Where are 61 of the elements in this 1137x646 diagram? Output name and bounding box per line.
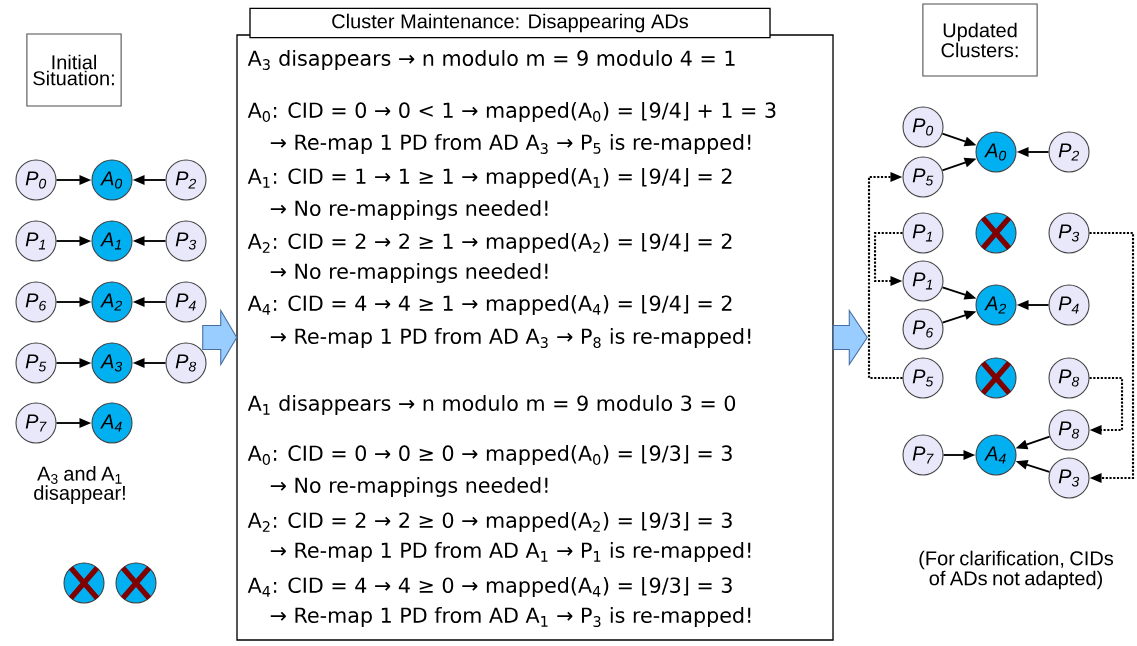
text-line: A$_{3}$ disappears → n modulo m = 9 modulo 4 = 1 bbox=[247, 50, 735, 70]
text-line: A$_{0}$: CID = 0 → 0 ≥ 0 → mapped(A$_{0}$) = ⌊9/3⌋ = 3 bbox=[247, 445, 732, 466]
circle-node: P$_{7}$ bbox=[15, 402, 57, 444]
circle-node: P$_{3}$ bbox=[165, 220, 207, 262]
title-box: Initial Situation: bbox=[26, 33, 122, 107]
text-line: A$_{0}$: CID = 0 → 0 < 1 → mapped(A$_{0}$) = ⌊9/4⌋ + 1 = 3 bbox=[247, 102, 776, 122]
panel-heading: Cluster Maintenance: Disappearing ADs bbox=[249, 7, 771, 39]
crossed-circle bbox=[975, 357, 1017, 399]
circle-node: A$_{1}$ bbox=[91, 220, 133, 262]
text-line: → Re-map 1 PD from AD A$_{3}$ → P$_{8}$ is re-mapped! bbox=[270, 328, 751, 348]
text-line: → Re-map 1 PD from AD A$_{1}$ → P$_{3}$ is re-mapped! bbox=[270, 607, 751, 628]
circle-node: A$_{0}$ bbox=[91, 159, 133, 201]
title-box: Updated Clusters: bbox=[922, 3, 1038, 77]
circle-node: A$_{4}$ bbox=[91, 402, 133, 444]
text-line: A$_{1}$: CID = 1 → 1 ≥ 1 → mapped(A$_{1}$) = ⌊9/4⌋ = 2 bbox=[247, 168, 732, 188]
circle-node: A$_{2}$ bbox=[91, 281, 133, 323]
circle-node: P$_{5}$ bbox=[902, 357, 944, 399]
crossed-circle bbox=[63, 562, 105, 604]
circle-node: P$_{0}$ bbox=[902, 106, 944, 148]
dotted-arrow bbox=[873, 231, 903, 286]
note: A$_{3}$ and A$_{1}$ disappear! bbox=[34, 466, 125, 504]
circle-node: P$_{8}$ bbox=[165, 342, 207, 384]
text-line: → No re-mappings needed! bbox=[270, 200, 548, 220]
text-line: → Re-map 1 PD from AD A$_{1}$ → P$_{1}$ is re-mapped! bbox=[270, 542, 751, 562]
text-line: A$_{2}$: CID = 2 → 2 ≥ 1 → mapped(A$_{2}$) = ⌊9/4⌋ = 2 bbox=[247, 233, 732, 253]
text-line: → Re-map 1 PD from AD A$_{3}$ → P$_{5}$ is re-mapped! bbox=[270, 134, 751, 154]
circle-node: P$_{4}$ bbox=[165, 281, 207, 323]
circle-node: A$_{2}$ bbox=[975, 284, 1017, 326]
circle-node: P$_{8}$ bbox=[1048, 409, 1090, 451]
circle-node: P$_{1}$ bbox=[15, 220, 57, 262]
block-arrow bbox=[202, 308, 238, 367]
dotted-arrow bbox=[867, 172, 903, 380]
text-line: A$_{2}$: CID = 2 → 2 ≥ 0 → mapped(A$_{2}$) = ⌊9/3⌋ = 3 bbox=[247, 512, 732, 532]
circle-node: P$_{8}$ bbox=[1048, 357, 1090, 399]
block-arrow bbox=[832, 308, 868, 367]
dotted-arrow bbox=[1089, 376, 1124, 435]
circle-node: P$_{5}$ bbox=[902, 156, 944, 198]
circle-node: P$_{2}$ bbox=[1048, 131, 1090, 173]
crossed-circle bbox=[115, 562, 157, 604]
circle-node: A$_{0}$ bbox=[975, 131, 1017, 173]
dotted-arrow bbox=[1089, 231, 1135, 483]
circle-node: P$_{7}$ bbox=[902, 434, 944, 476]
circle-node: P$_{6}$ bbox=[15, 281, 57, 323]
circle-node: P$_{3}$ bbox=[1048, 212, 1090, 254]
circle-node: P$_{0}$ bbox=[15, 159, 57, 201]
circle-node: A$_{3}$ bbox=[91, 342, 133, 384]
circle-node: P$_{5}$ bbox=[15, 342, 57, 384]
circle-node: P$_{1}$ bbox=[902, 212, 944, 254]
text-line: A$_{4}$: CID = 4 → 4 ≥ 1 → mapped(A$_{4}$) = ⌊9/4⌋ = 2 bbox=[247, 295, 732, 315]
circle-node: P$_{3}$ bbox=[1048, 457, 1090, 499]
circle-node: A$_{4}$ bbox=[975, 434, 1017, 476]
circle-node: P$_{6}$ bbox=[902, 308, 944, 350]
crossed-circle bbox=[975, 212, 1017, 254]
circle-node: P$_{2}$ bbox=[165, 159, 207, 201]
circle-node: P$_{4}$ bbox=[1048, 284, 1090, 326]
text-line: → No re-mappings needed! bbox=[270, 477, 548, 497]
text-line: → No re-mappings needed! bbox=[270, 263, 548, 283]
note: (For clarification, CIDs of ADs not adapted) bbox=[919, 550, 1114, 590]
text-line: A$_{4}$: CID = 4 → 4 ≥ 0 → mapped(A$_{4}$) = ⌊9/3⌋ = 3 bbox=[247, 577, 732, 597]
text-line: A$_{1}$ disappears → n modulo m = 9 modulo 3 = 0 bbox=[247, 395, 736, 415]
circle-node: P$_{1}$ bbox=[902, 260, 944, 302]
